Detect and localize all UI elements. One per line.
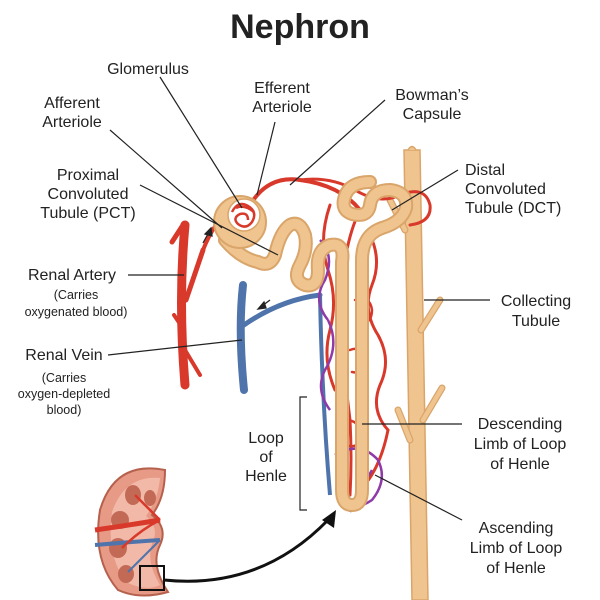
label-descending-line3: of Henle: [490, 456, 550, 473]
renal-artery: [169, 220, 206, 390]
label-loop-line2: of: [259, 449, 273, 466]
label-dct-line3: Tubule (DCT): [465, 200, 561, 217]
glomerulus: [230, 202, 256, 228]
flow-arrows: [202, 226, 271, 310]
note-renal-vein-line1: (Carries: [42, 371, 86, 385]
nephron-tubule: [218, 175, 414, 512]
label-collecting-line2: Tubule: [512, 313, 560, 330]
kidney-inset: [94, 467, 336, 597]
label-dct-line2: Convoluted: [465, 181, 546, 198]
label-pct-line3: Tubule (PCT): [40, 205, 135, 222]
label-renal-vein: Renal Vein: [25, 347, 102, 364]
label-collecting-line1: Collecting: [501, 293, 571, 310]
label-afferent-line2: Arteriole: [42, 114, 102, 131]
label-descending-line2: Limb of Loop: [474, 436, 567, 453]
note-renal-vein-line3: blood): [47, 403, 82, 417]
zoom-box: [139, 565, 165, 591]
label-dct-line1: Distal: [465, 162, 505, 179]
label-renal-artery: Renal Artery: [28, 267, 116, 284]
label-pct-line2: Convoluted: [48, 186, 129, 203]
label-efferent-line1: Efferent: [254, 80, 310, 97]
note-renal-artery-line1: (Carries: [54, 288, 98, 302]
label-bowmans-line1: Bowman’s: [395, 87, 469, 104]
label-afferent-line1: Afferent: [44, 95, 100, 112]
label-glomerulus: Glomerulus: [107, 61, 189, 78]
label-loop-line3: Henle: [245, 468, 287, 485]
label-descending-line1: Descending: [478, 416, 563, 433]
label-ascending-line3: of Henle: [486, 560, 546, 577]
label-efferent-line2: Arteriole: [252, 99, 312, 116]
note-renal-artery-line2: oxygenated blood): [25, 305, 128, 319]
renal-vein: [236, 281, 332, 496]
note-renal-vein-line2: oxygen-depleted: [18, 387, 110, 401]
page-title: Nephron: [230, 8, 370, 46]
label-bowmans-line2: Capsule: [403, 106, 462, 123]
label-ascending-line1: Ascending: [479, 520, 554, 537]
leader-lines: [107, 76, 490, 521]
label-pct-line1: Proximal: [57, 167, 119, 184]
label-loop-line1: Loop: [248, 430, 284, 447]
label-ascending-line2: Limb of Loop: [470, 540, 563, 557]
